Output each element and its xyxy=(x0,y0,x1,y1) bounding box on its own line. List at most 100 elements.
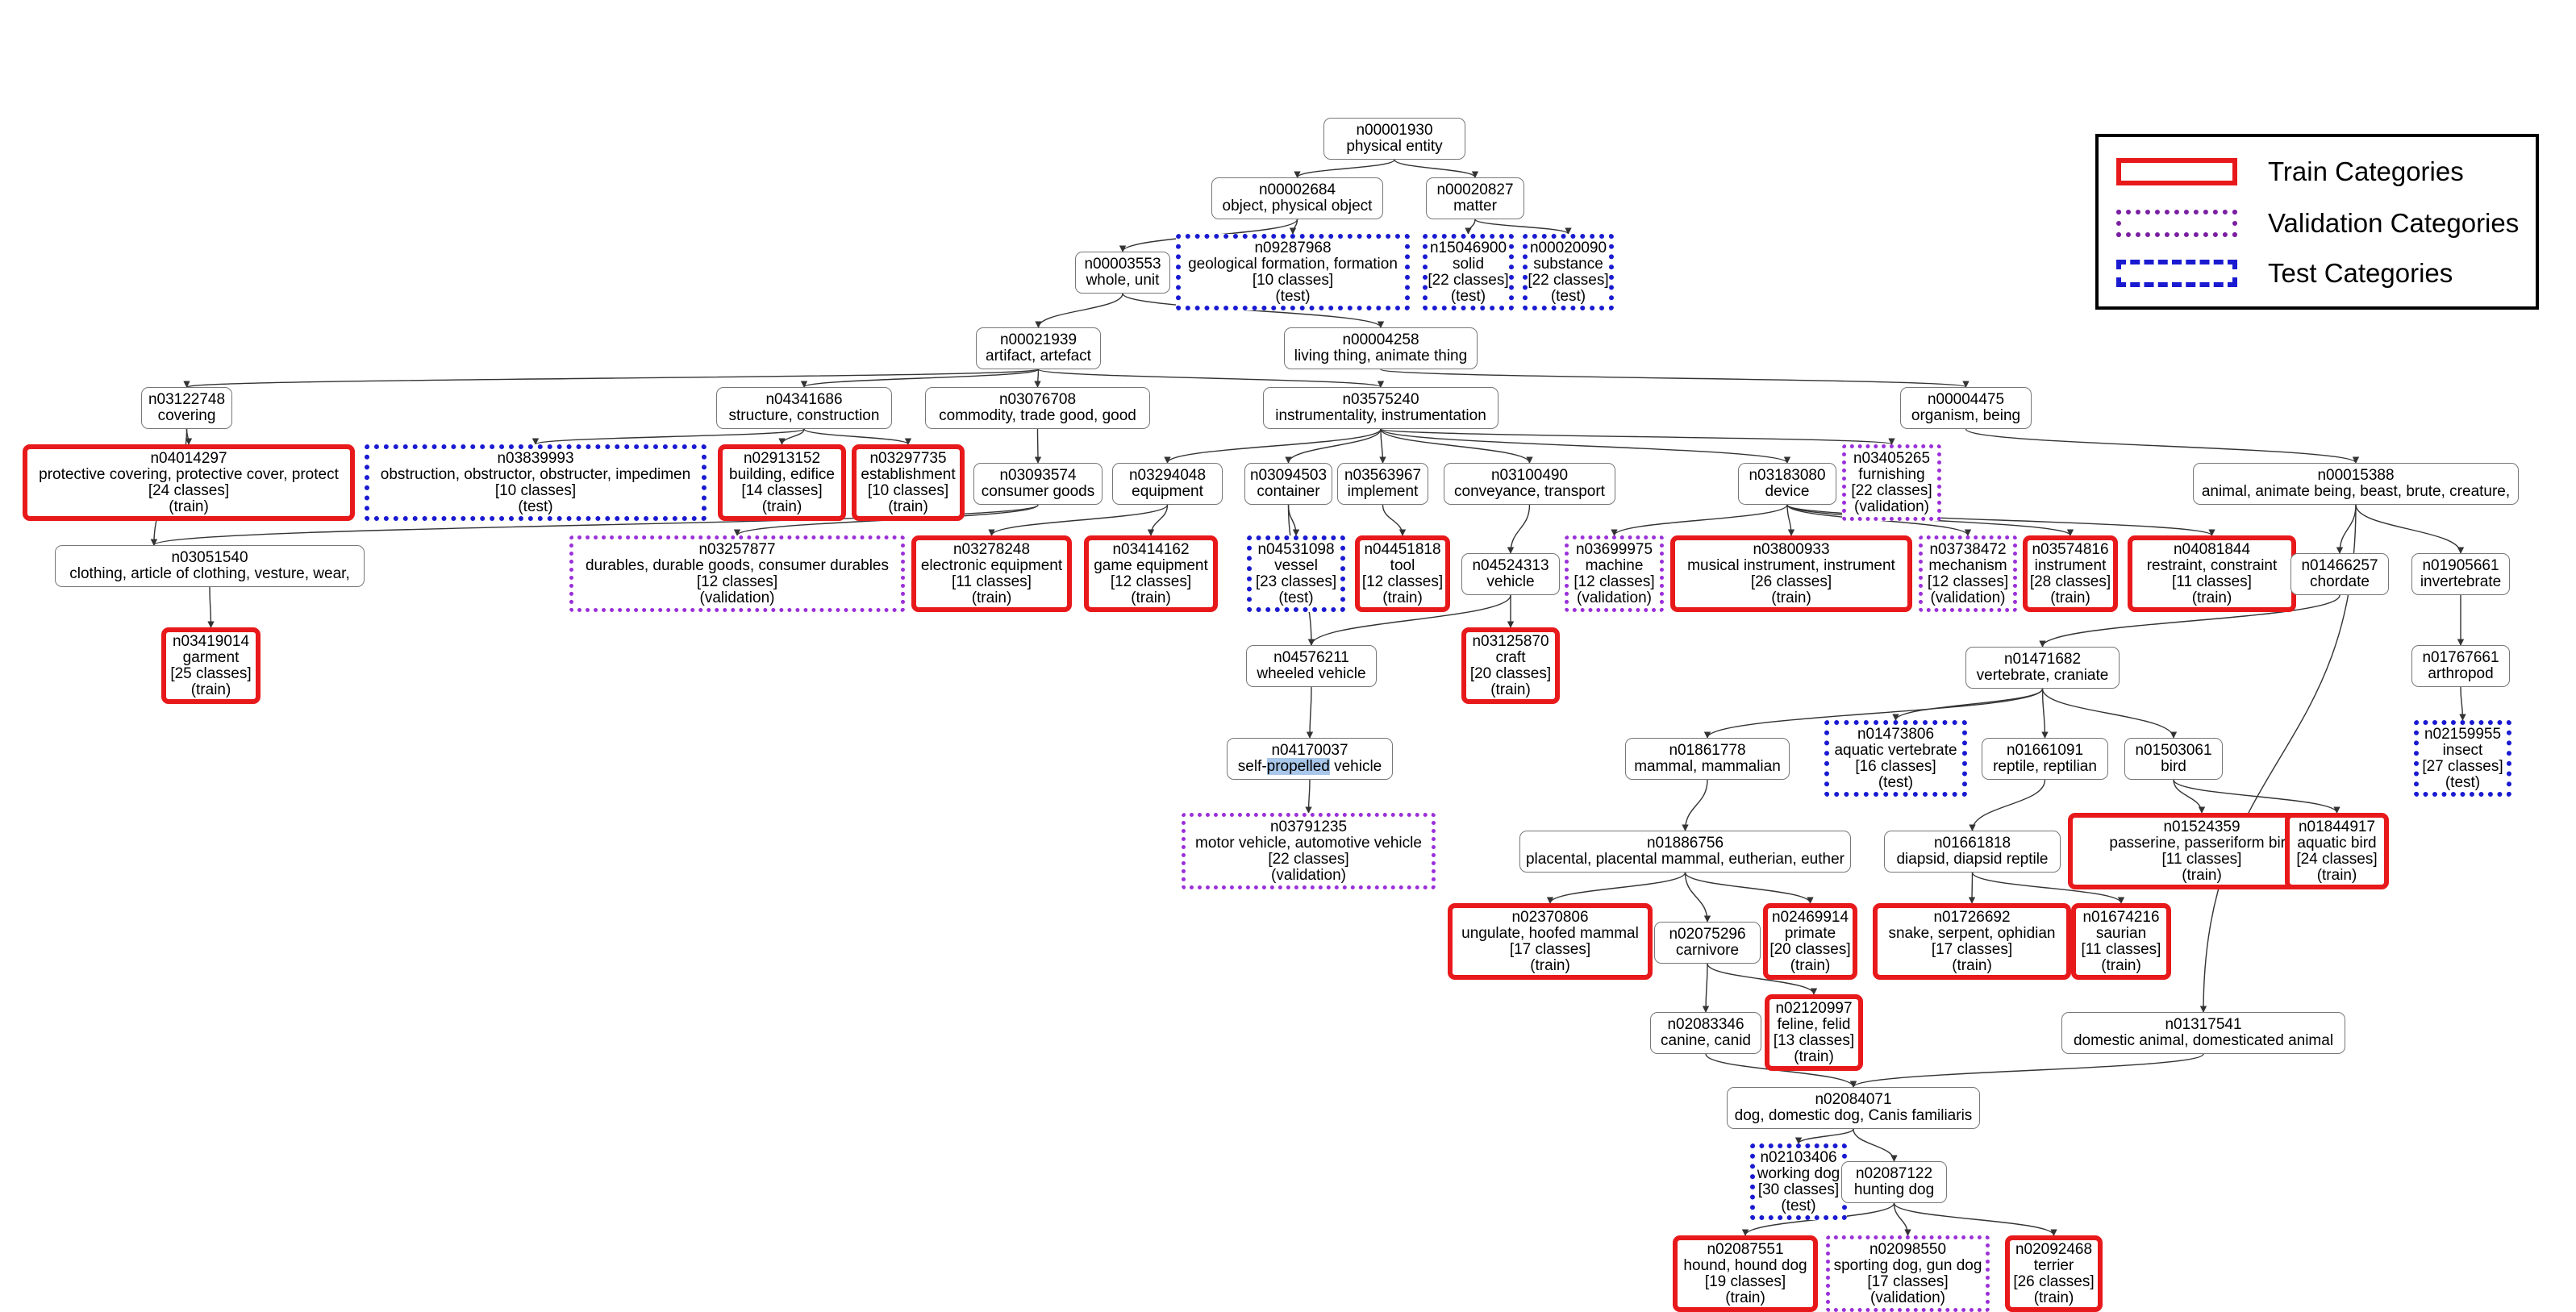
node-id: n02075296 xyxy=(1669,926,1746,943)
edge-n03183080-n04081844 xyxy=(1786,504,2215,536)
node-id: n04531098 xyxy=(1257,540,1335,558)
node-id: n03791235 xyxy=(1269,818,1348,835)
edge-n04170037-n03791235 xyxy=(1305,779,1312,814)
node-class-count: [11 classes] xyxy=(2081,940,2161,958)
node-id: n01844917 xyxy=(2298,818,2376,835)
node-class-count: [12 classes] xyxy=(1574,573,1655,590)
node-split: (test) xyxy=(1278,589,1314,606)
node-label: snake, serpent, ophidian xyxy=(1888,924,2056,942)
node-class-count: [10 classes] xyxy=(867,481,949,499)
node-id: n02087551 xyxy=(1707,1240,1784,1258)
node-id: n03076708 xyxy=(998,391,1077,408)
node-label: invertebrate xyxy=(2420,573,2502,590)
node-id: n03575240 xyxy=(1342,391,1419,408)
edge-n04341686-n03839993 xyxy=(532,428,805,445)
node-id: n02098550 xyxy=(1869,1240,1947,1258)
node-split: (train) xyxy=(1790,956,1831,974)
edge-n00001930-n00020827 xyxy=(1394,159,1479,178)
node-class-count: [19 classes] xyxy=(1704,1272,1786,1290)
edge-n01886756-n02370806 xyxy=(1546,872,1686,904)
edge-n03575240-n03100490 xyxy=(1380,428,1533,464)
node-label: hound, hound dog xyxy=(1683,1256,1807,1274)
edge-n03575240-n03294048 xyxy=(1164,428,1382,464)
node-class-count: [12 classes] xyxy=(1927,573,2009,590)
node-id: n03574816 xyxy=(2032,540,2109,558)
node-label: bird xyxy=(2161,758,2186,775)
node-id: n03183080 xyxy=(1749,467,1826,484)
edge-n03294048-n03414162 xyxy=(1147,504,1169,536)
node-id: n01503061 xyxy=(2135,742,2212,759)
node-split: (train) xyxy=(888,498,928,515)
node-label: protective covering, protective cover, p… xyxy=(39,465,339,483)
edge-n03575240-n03094503 xyxy=(1285,428,1382,464)
node-class-count: [30 classes] xyxy=(1757,1181,1840,1198)
node-class-count: [12 classes] xyxy=(1110,573,1192,590)
node-label: carnivore xyxy=(1675,942,1740,959)
legend-train-swatch xyxy=(2116,158,2237,185)
node-label: vertebrate, craniate xyxy=(1976,667,2109,684)
node-label: animal, animate being, beast, brute, cre… xyxy=(2201,483,2511,500)
node-label: artifact, artefact xyxy=(986,348,1091,364)
edge-n00021939-n03122748 xyxy=(184,369,1040,388)
node-id: n04170037 xyxy=(1271,742,1348,759)
node-id: n02084071 xyxy=(1815,1091,1892,1108)
edge-n02084071-n02103406 xyxy=(1794,1128,1854,1144)
node-label: device xyxy=(1765,483,1810,500)
node-id: n03122748 xyxy=(148,391,226,408)
node-split: (test) xyxy=(518,498,553,515)
node-id: n03738472 xyxy=(1929,540,2007,558)
node-class-count: [17 classes] xyxy=(1931,940,2013,958)
node-label: implement xyxy=(1347,483,1419,500)
node-label: motor vehicle, automotive vehicle xyxy=(1195,834,1422,852)
node-split: (train) xyxy=(190,681,231,698)
node-id: n02103406 xyxy=(1760,1148,1837,1166)
edge-n00021939-n04341686 xyxy=(801,369,1040,388)
edge-n01317541-n02084071 xyxy=(1849,1053,2204,1088)
node-id: n00020090 xyxy=(1529,239,1607,256)
node-id: n03699975 xyxy=(1575,540,1653,558)
node-id: n01674216 xyxy=(2082,908,2160,926)
node-split: (test) xyxy=(1550,287,1586,305)
node-label: wheeled vehicle xyxy=(1257,665,1366,682)
node-label: structure, construction xyxy=(728,407,880,424)
node-class-count: [11 classes] xyxy=(2161,850,2242,868)
node-label: restraint, constraint xyxy=(2146,556,2278,574)
node-split: (train) xyxy=(2316,866,2357,884)
node-split: (test) xyxy=(1781,1197,1816,1214)
legend-train-label: Train Categories xyxy=(2268,156,2464,186)
node-class-count: [26 classes] xyxy=(1750,573,1832,590)
node-label: working dog xyxy=(1757,1164,1840,1182)
edge-n02084071-n02087122 xyxy=(1853,1128,1898,1162)
node-label: diapsid, diapsid reptile xyxy=(1896,851,2049,868)
node-label: obstruction, obstructor, obstructer, imp… xyxy=(380,465,691,483)
edge-n03294048-n03278248 xyxy=(988,504,1169,536)
node-class-count: [22 classes] xyxy=(1428,271,1509,289)
node-id: n01317541 xyxy=(2165,1016,2242,1033)
node-label: musical instrument, instrument xyxy=(1687,556,1895,574)
edge-n01886756-n02075296 xyxy=(1684,872,1711,923)
